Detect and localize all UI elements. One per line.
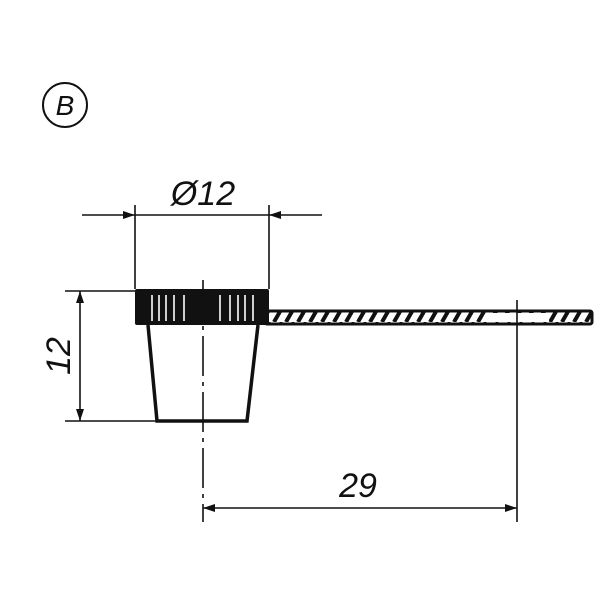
view-label-b: B (42, 82, 88, 128)
diameter-dimension (82, 205, 322, 289)
height-dimension (65, 290, 157, 422)
tab-bar (263, 309, 594, 326)
length-label: 29 (338, 467, 377, 505)
height-label: 12 (40, 337, 78, 375)
length-dimension (203, 300, 518, 522)
knurled-cap (135, 289, 269, 325)
diameter-label: Ø12 (170, 175, 235, 213)
view-label-text: B (56, 90, 75, 121)
